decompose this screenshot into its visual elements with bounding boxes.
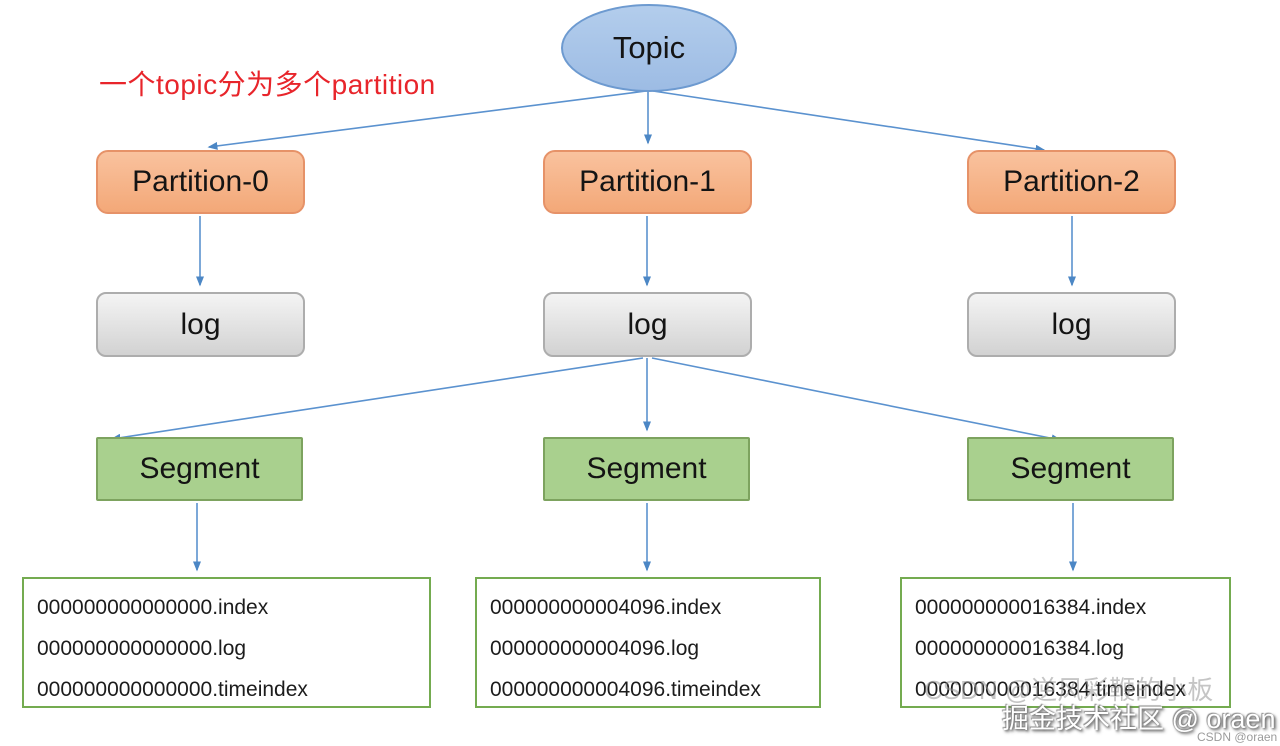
file-name: 000000000004096.log bbox=[490, 637, 700, 660]
segment-files-2: 000000000016384.index 000000000016384.lo… bbox=[900, 577, 1231, 708]
partition-2-node: Partition-2 bbox=[967, 150, 1176, 214]
file-name: 000000000000000.timeindex bbox=[37, 678, 308, 701]
watermark-juejin: 掘金技术社区 @ oraen bbox=[1002, 704, 1276, 734]
log-1-node: log bbox=[543, 292, 752, 357]
edge-log-segment2 bbox=[651, 357, 1062, 443]
segment-0-node: Segment bbox=[96, 437, 303, 501]
log-0-node: log bbox=[96, 292, 305, 357]
edge-topic-partition2 bbox=[652, 90, 1046, 153]
file-name: 000000000016384.index bbox=[915, 596, 1147, 619]
file-name: 000000000000000.log bbox=[37, 637, 247, 660]
partition-0-node: Partition-0 bbox=[96, 150, 305, 214]
segment-files-0: 000000000000000.index 000000000000000.lo… bbox=[22, 577, 431, 708]
topic-node: Topic bbox=[561, 4, 737, 92]
segment-2-node: Segment bbox=[967, 437, 1174, 501]
file-name: 000000000016384.log bbox=[915, 637, 1125, 660]
file-name: 000000000004096.index bbox=[490, 596, 722, 619]
log-2-node: log bbox=[967, 292, 1176, 357]
partition-1-node: Partition-1 bbox=[543, 150, 752, 214]
file-name: 000000000000000.index bbox=[37, 596, 269, 619]
watermark-csdn-overlay: CSDN @逆风彩鞭的小板 bbox=[924, 675, 1214, 705]
edge-log-segment0 bbox=[110, 357, 644, 442]
file-name: 000000000004096.timeindex bbox=[490, 678, 761, 701]
file-name: 000000000016384.timeindex bbox=[915, 678, 1186, 701]
watermark-csdn-small: CSDN @oraen bbox=[1197, 730, 1278, 744]
segment-files-1: 000000000004096.index 000000000004096.lo… bbox=[475, 577, 821, 708]
annotation-text: 一个topic分为多个partition bbox=[99, 69, 436, 100]
segment-1-node: Segment bbox=[543, 437, 750, 501]
